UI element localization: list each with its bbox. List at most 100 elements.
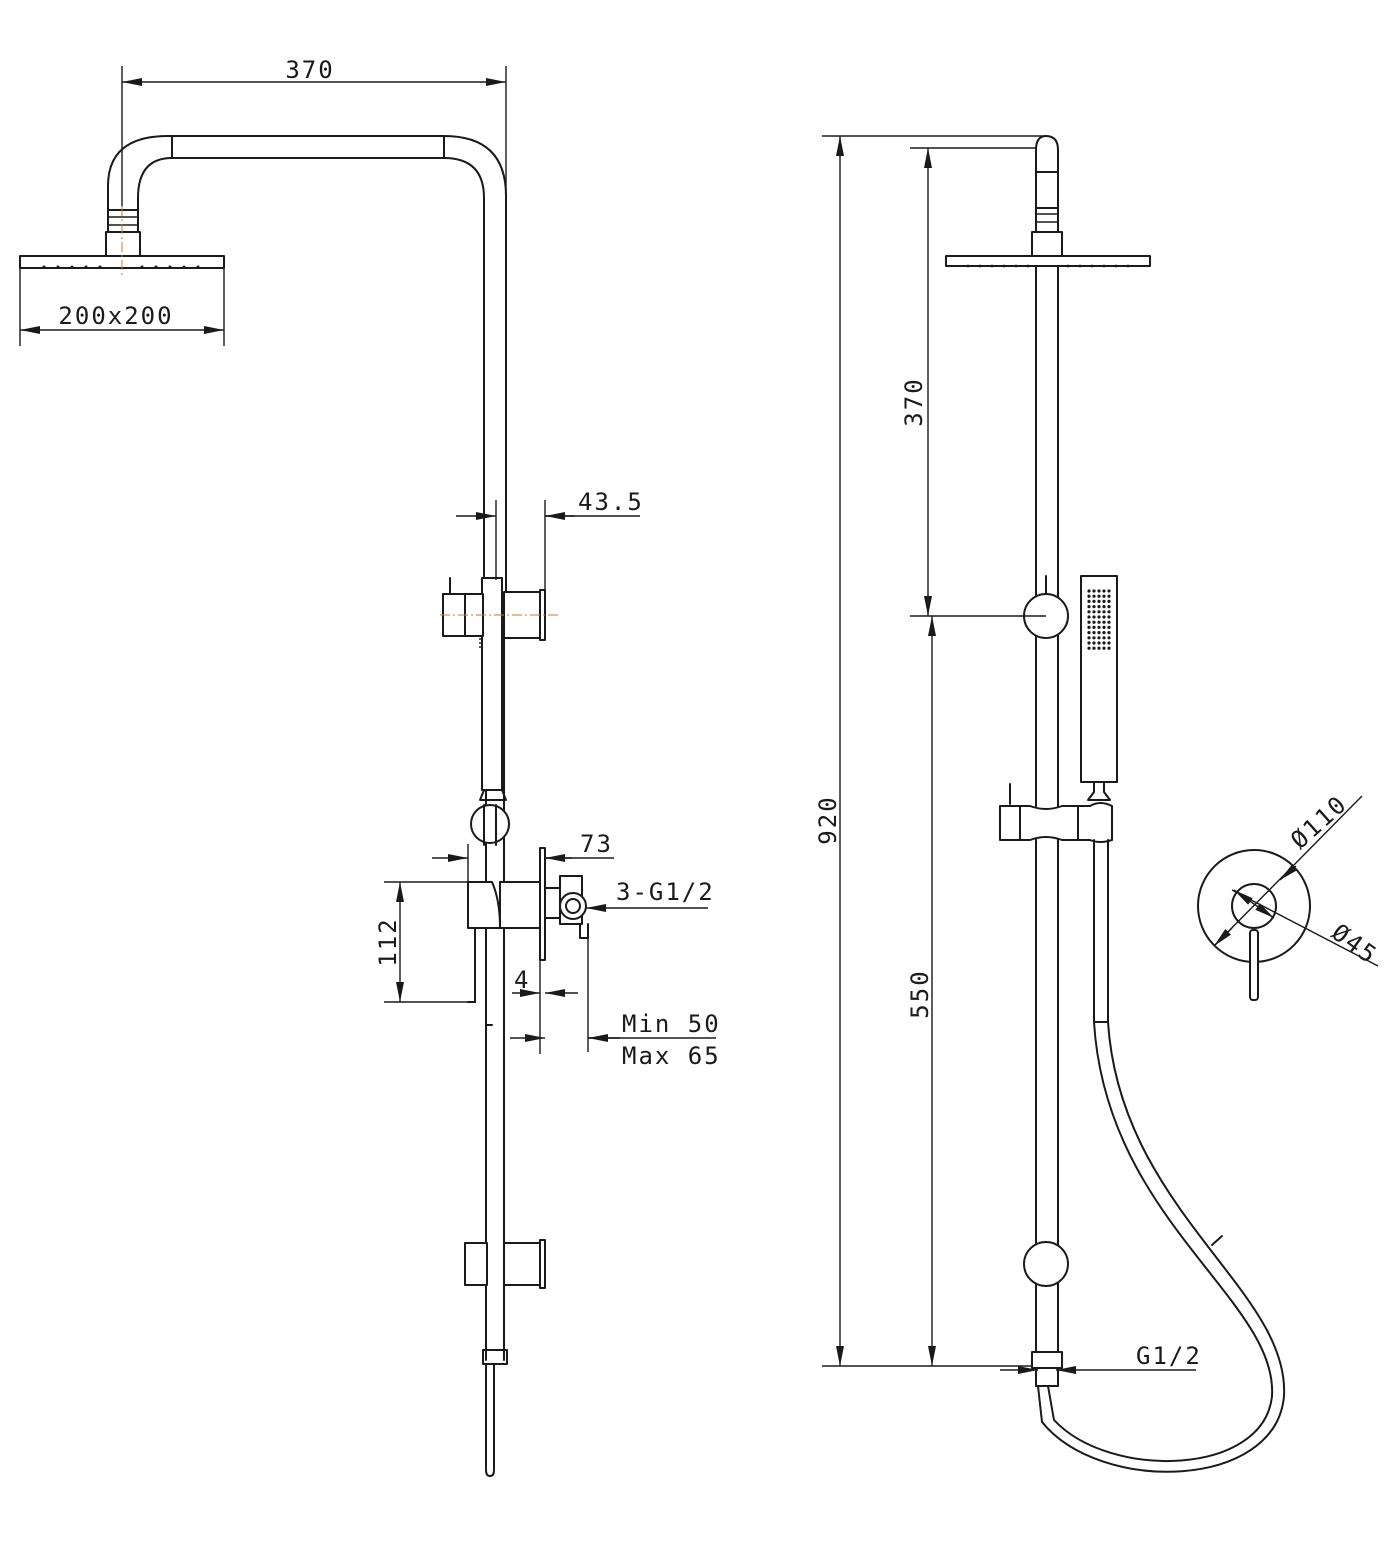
depth-min-label: Min 50 — [622, 1010, 721, 1038]
front-view: 920 370 550 G1/2 — [814, 135, 1286, 1473]
dim-mixer-projection: 73 — [432, 830, 614, 882]
nozzle-dot — [1092, 615, 1096, 619]
shower-head-front — [945, 255, 1151, 267]
mixer-projection-label: 73 — [580, 830, 613, 858]
depth-max-label: Max 65 — [622, 1042, 721, 1070]
nozzle-dot — [1092, 646, 1096, 650]
mixer-height-label: 112 — [374, 917, 402, 966]
nozzle-dot — [1102, 625, 1106, 630]
head-to-holder-label: 370 — [900, 377, 928, 426]
nozzle-dot — [1097, 610, 1101, 614]
nozzle-dot — [1102, 620, 1106, 624]
nozzle-dot — [1102, 641, 1106, 645]
holder-to-base-label: 550 — [906, 969, 934, 1018]
nozzle-dot — [1087, 594, 1091, 598]
nozzle-dot — [1107, 631, 1111, 635]
nozzle-dot — [1097, 620, 1101, 624]
slider-front — [999, 783, 1113, 843]
base-inlet-label: G1/2 — [1136, 1342, 1202, 1370]
upper-bracket — [440, 577, 560, 641]
overall-height-label: 920 — [814, 795, 842, 844]
nozzle-dot — [1107, 636, 1111, 640]
dim-head-size: 200x200 — [19, 268, 225, 346]
nozzle-dot — [1107, 625, 1111, 630]
inlet-spec-label: 3-G1/2 — [616, 878, 715, 906]
nozzle-dot — [1102, 589, 1106, 593]
nozzle-dot — [1107, 641, 1111, 645]
nozzle-dot — [1097, 599, 1101, 604]
nozzle-dot — [1092, 599, 1096, 604]
dim-holder-to-base: 550 — [906, 616, 936, 1366]
nozzle-dot — [1107, 605, 1111, 609]
nozzle-dot — [1102, 605, 1106, 609]
arm-reach-label: 370 — [285, 56, 334, 84]
nozzle-dot — [1097, 636, 1101, 640]
nozzle-dot — [1092, 631, 1096, 635]
nozzle-dot — [1102, 636, 1106, 640]
nozzle-dot — [1092, 620, 1096, 624]
nozzle-dot — [1097, 605, 1101, 609]
nozzle-dot — [1107, 589, 1111, 593]
mixer-side — [467, 847, 589, 1026]
nozzle-dot — [1092, 641, 1096, 645]
nozzle-dot — [1107, 599, 1111, 604]
nozzle-dot — [1092, 594, 1096, 598]
lower-holder-front — [1023, 1241, 1069, 1287]
nozzle-dot — [1097, 625, 1101, 630]
nozzle-dot — [1087, 636, 1091, 640]
nozzle-dot — [1092, 625, 1096, 630]
nozzle-dot — [1097, 589, 1101, 593]
nozzle-dot — [1097, 594, 1101, 598]
lower-bracket — [464, 1239, 546, 1289]
nozzle-dot — [1102, 594, 1106, 598]
escutcheon-view: Ø110 Ø45 — [1197, 790, 1383, 1001]
nozzle-dot — [1102, 610, 1106, 614]
nozzle-dot — [1087, 641, 1091, 645]
nozzle-dot — [1092, 636, 1096, 640]
nozzle-dot — [1087, 589, 1091, 593]
dim-base-inlet: G1/2 — [1000, 1342, 1202, 1374]
nozzle-dot — [1107, 610, 1111, 614]
plate-gap-label: 4 — [514, 966, 530, 994]
dim-mixer-height: 112 — [374, 881, 468, 1003]
dim-arm-reach: 370 — [121, 56, 507, 206]
nozzle-row — [42, 265, 200, 269]
nozzle-dot — [1087, 646, 1091, 650]
nozzle-dot — [1087, 615, 1091, 619]
nozzle-dot — [1092, 610, 1096, 614]
nozzle-dot — [1097, 641, 1101, 645]
nozzle-dot — [1097, 631, 1101, 635]
hand-shower-side — [470, 577, 510, 846]
nozzle-dot — [1087, 599, 1091, 604]
nozzle-dot — [1102, 599, 1106, 604]
nozzle-dot — [1087, 620, 1091, 624]
bracket-offset-label: 43.5 — [578, 488, 644, 516]
dim-plate-gap: 4 — [512, 960, 578, 1054]
nozzle-dot — [1092, 605, 1096, 609]
side-view: 370 200x200 43.5 73 — [19, 56, 721, 1477]
nozzle-dot — [1102, 615, 1106, 619]
nozzle-dot — [1107, 646, 1111, 650]
nozzle-dot — [1102, 646, 1106, 650]
plate-diameter-label: Ø110 — [1285, 790, 1353, 855]
nozzle-dot — [1107, 620, 1111, 624]
overhead-arm — [107, 135, 507, 631]
swivel-nut — [107, 209, 139, 233]
nozzle-dot — [1092, 589, 1096, 593]
dim-inlet: 3-G1/2 — [586, 878, 715, 912]
nozzle-dot — [1097, 646, 1101, 650]
nozzle-dot — [1102, 631, 1106, 635]
nozzle-dot — [1087, 631, 1091, 635]
nozzle-dot — [1087, 605, 1091, 609]
dim-head-to-holder: 370 — [900, 147, 1046, 617]
dim-overall-height: 920 — [814, 135, 1046, 1367]
nozzle-dot — [1087, 610, 1091, 614]
nozzle-dot — [1097, 615, 1101, 619]
hub-diameter-label: Ø45 — [1326, 918, 1382, 970]
head-size-label: 200x200 — [58, 302, 173, 330]
hand-shower-front — [1080, 575, 1118, 801]
dim-wall-depth: Min 50 Max 65 — [510, 938, 721, 1070]
nozzle-dot — [1107, 615, 1111, 619]
dim-bracket-offset: 43.5 — [456, 488, 644, 590]
